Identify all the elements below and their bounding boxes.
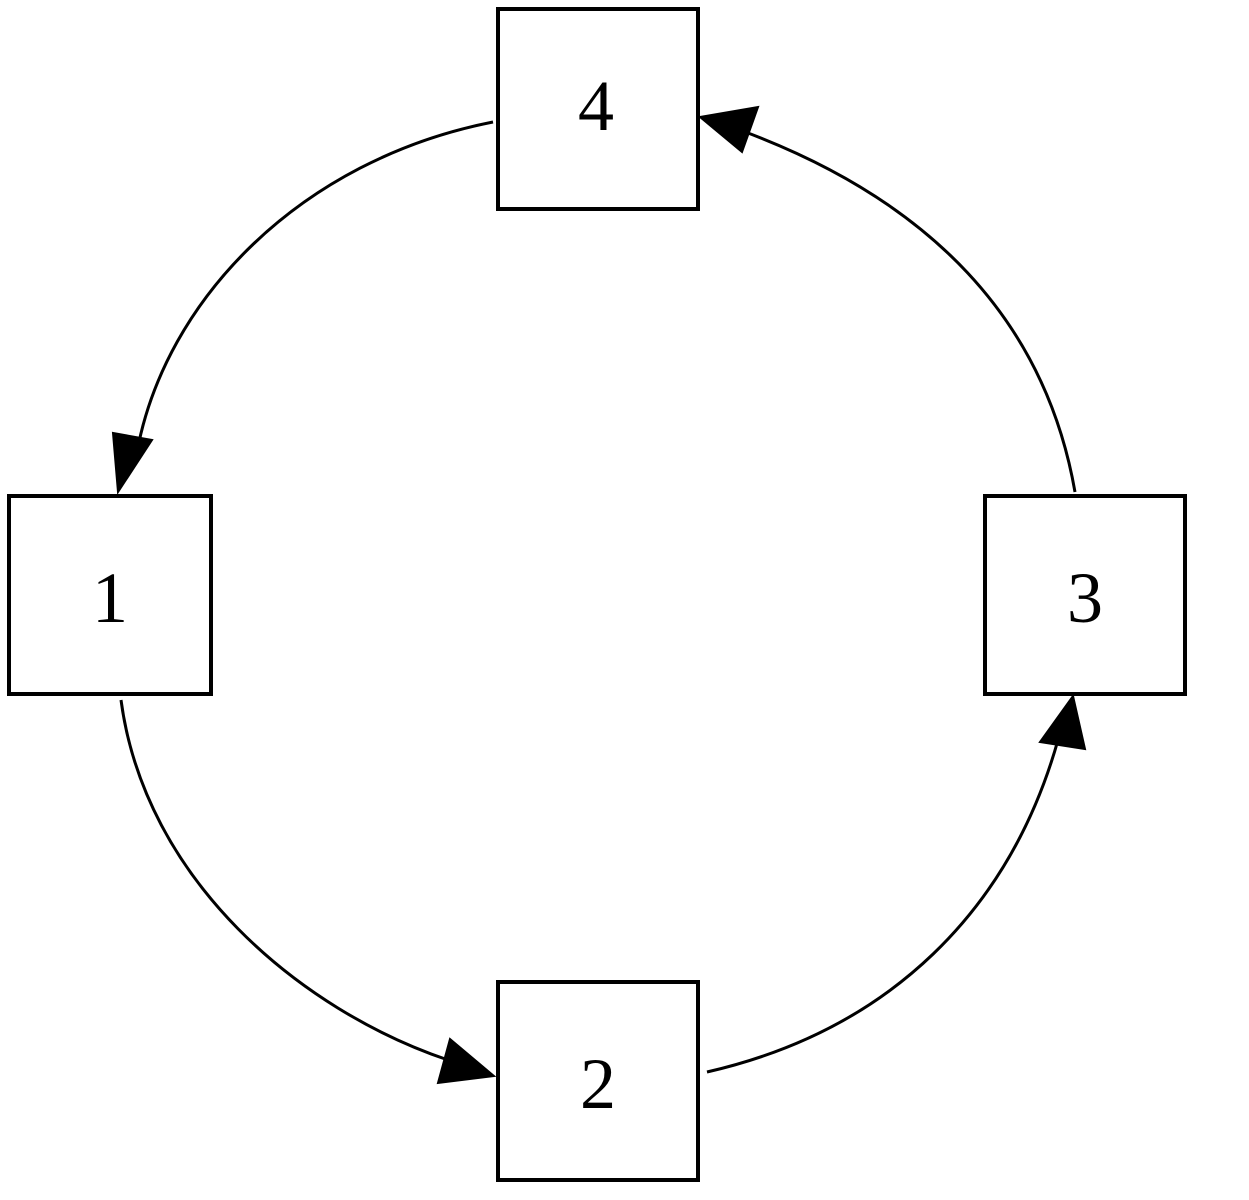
node-2: 2	[496, 980, 700, 1182]
node-1-box	[7, 494, 213, 696]
node-3-label: 3	[1067, 558, 1103, 638]
node-4-box	[496, 7, 700, 211]
edge-4-to-1-arrowhead	[111, 431, 154, 495]
node-4: 4	[496, 7, 700, 211]
edge-2-to-3	[706, 693, 1087, 1074]
edge-3-to-4-line	[739, 128, 1077, 493]
edge-3-to-4-arrowhead	[697, 105, 760, 154]
edge-1-to-2-arrowhead	[436, 1037, 497, 1085]
node-2-box	[496, 980, 700, 1182]
edge-3-to-4	[697, 105, 1077, 493]
edge-1-to-2-line	[119, 699, 449, 1062]
edge-4-to-1	[111, 120, 494, 495]
edge-2-to-3-line	[706, 739, 1060, 1074]
node-2-label: 2	[580, 1044, 616, 1124]
node-1: 1	[7, 494, 213, 696]
edge-1-to-2	[119, 699, 497, 1085]
node-1-label: 1	[92, 558, 128, 638]
node-4-label: 4	[578, 66, 614, 146]
node-3-box	[983, 494, 1187, 696]
edge-2-to-3-arrowhead	[1038, 693, 1087, 751]
edge-4-to-1-line	[135, 120, 494, 453]
node-3: 3	[983, 494, 1187, 696]
